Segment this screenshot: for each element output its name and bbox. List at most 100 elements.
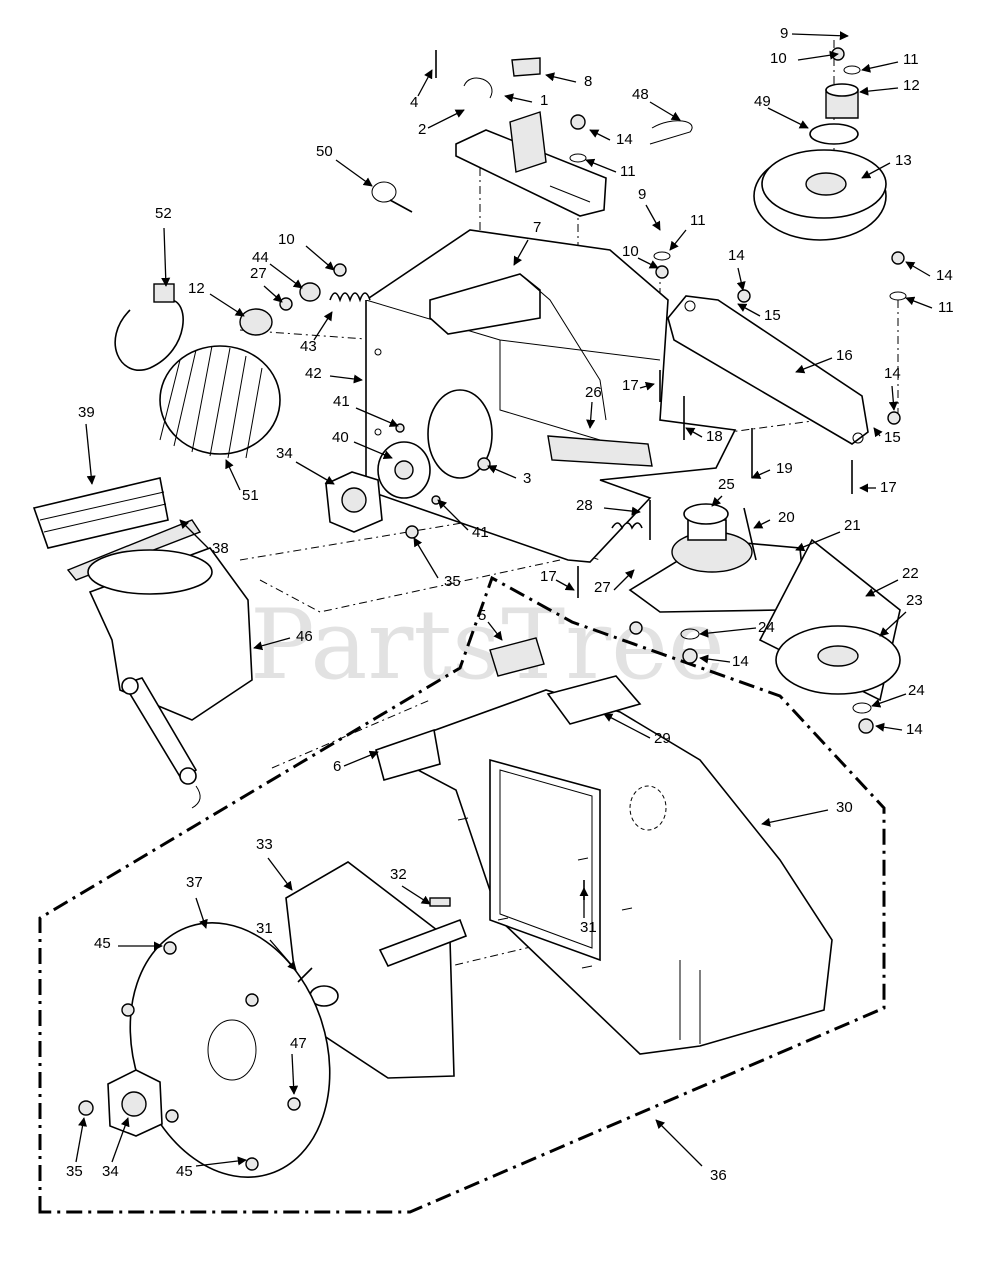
callout-number: 43 — [300, 338, 317, 355]
callout-number: 41 — [472, 524, 489, 541]
upper-pulley — [753, 83, 887, 241]
callout-c11b: 11 — [585, 158, 636, 180]
callout-leader — [253, 637, 291, 651]
callout-c14c: 14 — [905, 261, 953, 284]
callout-c14b: 14 — [728, 247, 746, 291]
callout-c35a: 35 — [413, 537, 461, 590]
callout-leader — [401, 885, 431, 905]
callout-number: 50 — [316, 143, 333, 160]
callout-c22: 22 — [865, 565, 919, 597]
callout-c17c: 17 — [540, 568, 575, 591]
callout-c14e: 14 — [699, 653, 749, 670]
callout-leader — [699, 627, 757, 638]
callout-number: 9 — [638, 186, 646, 203]
callout-leader — [603, 506, 641, 516]
callout-c17a: 17 — [622, 377, 655, 394]
callout-number: 44 — [252, 249, 269, 266]
callout-number: 17 — [540, 568, 557, 585]
callout-leader — [751, 469, 771, 479]
callout-leader — [355, 407, 399, 427]
callout-number: 11 — [903, 51, 919, 68]
callout-number: 27 — [594, 579, 611, 596]
callout-leader — [267, 857, 293, 891]
callout-leader — [888, 385, 898, 411]
callout-c28: 28 — [576, 497, 641, 516]
callout-leader — [795, 531, 841, 552]
callout-c38: 38 — [179, 519, 229, 557]
callout-number: 24 — [908, 682, 925, 699]
callout-leader — [613, 569, 635, 591]
callout-leader — [487, 621, 503, 641]
callout-leader — [417, 69, 433, 97]
callout-number: 52 — [155, 205, 172, 222]
callout-number: 45 — [176, 1163, 193, 1180]
mounting-bracket — [455, 111, 607, 217]
callout-number: 21 — [844, 517, 861, 534]
callout-c34a: 34 — [276, 445, 335, 485]
callout-leader — [295, 461, 335, 485]
flex-hose — [159, 345, 281, 459]
chute-elbow — [87, 547, 253, 809]
callout-c15b: 15 — [873, 427, 901, 446]
callout-c27a: 27 — [594, 569, 635, 596]
callout-leader — [335, 159, 373, 187]
callout-number: 32 — [390, 866, 407, 883]
callout-c18: 18 — [685, 427, 723, 445]
callout-c47: 47 — [289, 1035, 307, 1095]
callout-number: 10 — [770, 50, 787, 67]
watermark-text: PartsTree — [250, 589, 725, 701]
callout-c3: 3 — [487, 465, 531, 487]
callout-c14f: 14 — [875, 721, 923, 738]
callout-number: 36 — [710, 1167, 727, 1184]
chute-housing — [365, 229, 737, 563]
callout-c42: 42 — [305, 365, 363, 384]
callout-number: 10 — [278, 231, 295, 248]
callout-number: 14 — [906, 721, 923, 738]
callout-number: 15 — [884, 429, 901, 446]
callout-c10b: 10 — [622, 243, 659, 269]
callout-c25: 25 — [711, 476, 735, 507]
idler-arm — [667, 295, 869, 445]
callout-c41b: 41 — [437, 499, 489, 541]
callout-c26: 26 — [585, 384, 602, 429]
callout-leader — [797, 50, 839, 61]
callout-c46: 46 — [253, 628, 313, 651]
callout-c16: 16 — [795, 347, 853, 374]
callout-leader — [555, 579, 575, 591]
callout-leader — [589, 129, 611, 141]
callout-leader — [329, 374, 363, 384]
callout-c15a: 15 — [737, 303, 781, 324]
callout-leader — [513, 239, 529, 266]
callout-number: 11 — [620, 163, 636, 180]
callout-leader — [737, 303, 761, 317]
callout-c31a: 31 — [256, 920, 297, 971]
callout-number: 31 — [580, 919, 597, 936]
callout-number: 33 — [256, 836, 273, 853]
small-spring — [611, 522, 643, 530]
callout-number: 27 — [250, 265, 267, 282]
callout-leader — [879, 611, 907, 637]
callout-leader — [437, 499, 469, 531]
callout-leader — [736, 267, 746, 291]
callout-number: 23 — [906, 592, 923, 609]
callout-number: 29 — [654, 730, 671, 747]
callout-c1: 1 — [504, 92, 548, 109]
callout-number: 12 — [903, 77, 920, 94]
callout-c45b: 45 — [176, 1156, 247, 1180]
callout-number: 16 — [836, 347, 853, 364]
callout-number: 2 — [418, 121, 426, 138]
callout-number: 26 — [585, 384, 602, 401]
callout-leader — [767, 107, 809, 129]
callout-leader — [637, 257, 659, 269]
callout-leader — [209, 293, 245, 317]
callout-leader — [861, 162, 891, 179]
callout-number: 22 — [902, 565, 919, 582]
callout-c5: 5 — [478, 607, 503, 641]
callout-c43: 43 — [300, 311, 333, 355]
callout-leader — [269, 263, 303, 289]
callout-c32: 32 — [390, 866, 431, 905]
callout-leader — [905, 296, 933, 309]
callout-number: 20 — [778, 509, 795, 526]
callout-leader — [427, 109, 465, 129]
callout-number: 45 — [94, 935, 111, 952]
